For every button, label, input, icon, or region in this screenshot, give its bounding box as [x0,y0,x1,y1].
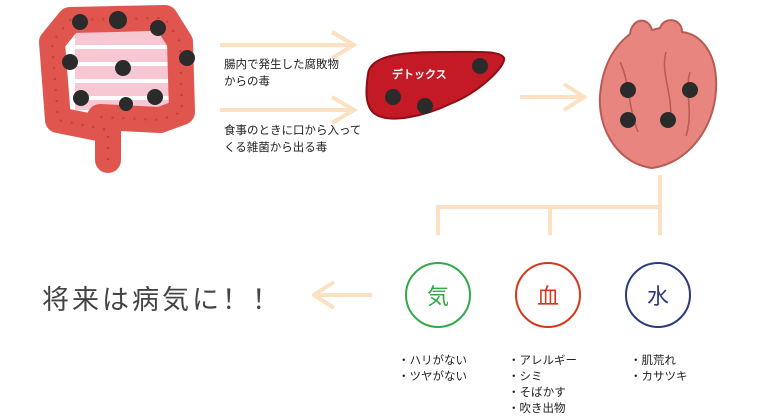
symptom-item: ・ツヤがない [398,369,467,383]
symptom-item: ・そばかす [508,385,566,399]
heart-icon [598,19,718,170]
ketsu-symptoms: ・アレルギー ・シミ ・そばかす ・吹き出物 [508,352,577,416]
symptom-item: ・吹き出物 [508,401,566,415]
liver-icon [365,50,506,120]
detox-label: デトックス [392,68,447,81]
arrow-liver-to-heart [520,82,588,112]
branch-connector [436,175,662,235]
symptom-item: ・アレルギー [508,353,577,367]
ki-symptoms: ・ハリがない ・ツヤがない [398,352,467,384]
symptom-item: ・肌荒れ [630,353,676,367]
ki-circle: 気 [401,258,475,332]
sui-circle: 水 [621,258,695,332]
intestine-icon [39,5,195,173]
ketsu-circle: 血 [511,258,585,332]
final-outcome-text: 将来は病気に！！ [42,285,282,316]
food-toxin-label: 食事のときに口から入って くる雑菌から出る毒 [224,123,362,154]
sui-symptoms: ・肌荒れ ・カサツキ [630,352,688,384]
symptom-item: ・シミ [508,369,543,383]
arrow-to-final [312,280,372,310]
arrow-intestine-to-liver [220,30,358,60]
arrow-food-to-liver [220,95,358,125]
symptom-item: ・ハリがない [398,353,467,367]
intestine-toxin-label: 腸内で発生した腐敗物 からの毒 [224,57,339,88]
symptom-item: ・カサツキ [630,369,688,383]
